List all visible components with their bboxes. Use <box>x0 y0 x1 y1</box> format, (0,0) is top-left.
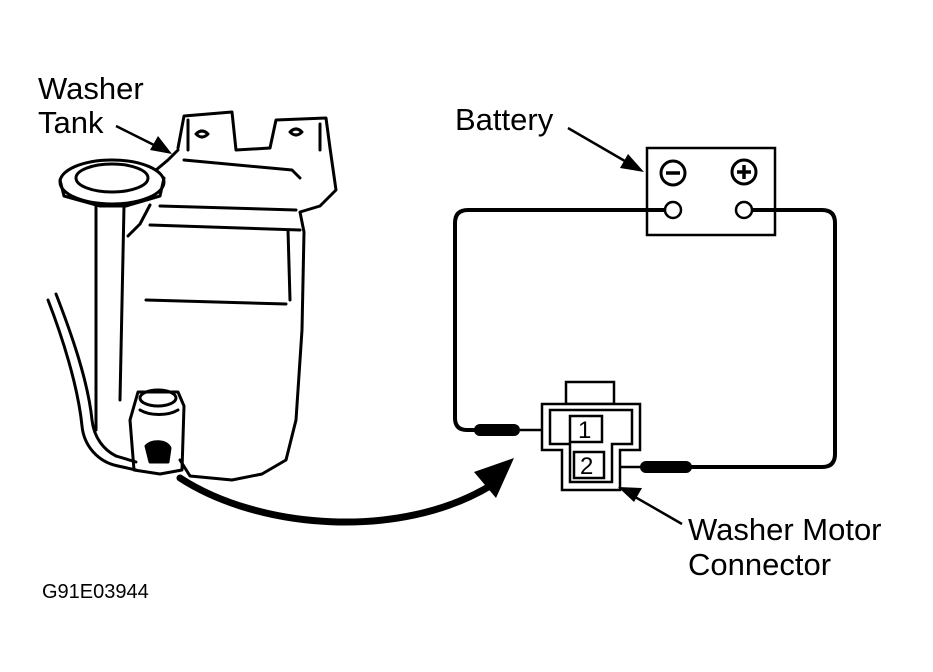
connector-label-line2: Connector <box>688 547 831 582</box>
positive-wire <box>690 208 837 469</box>
washer-motor-connector <box>540 380 642 492</box>
curved-pointer-arrow <box>176 458 514 526</box>
plus-terminal-icon <box>730 158 758 186</box>
negative-terminal <box>663 200 683 220</box>
washer-tank-leader-arrow <box>115 124 172 154</box>
connector-pin1-label: 1 <box>578 417 591 444</box>
minus-terminal-icon <box>659 159 687 187</box>
battery-label: Battery <box>455 102 554 137</box>
washer-tank-label-line1: Washer <box>38 71 144 106</box>
test-wires <box>453 208 837 469</box>
connector-leader-arrow <box>618 487 683 526</box>
positive-terminal <box>734 200 754 220</box>
figure-code: G91E03944 <box>42 581 149 603</box>
washer-tank-label-line2: Tank <box>38 105 104 140</box>
connector-label-line1: Washer Motor <box>688 512 882 547</box>
battery-box <box>645 146 777 237</box>
negative-wire <box>453 208 665 432</box>
washer-tank-illustration <box>46 110 338 482</box>
battery-leader-arrow <box>567 126 644 172</box>
connector-pin2-label: 2 <box>580 453 593 480</box>
